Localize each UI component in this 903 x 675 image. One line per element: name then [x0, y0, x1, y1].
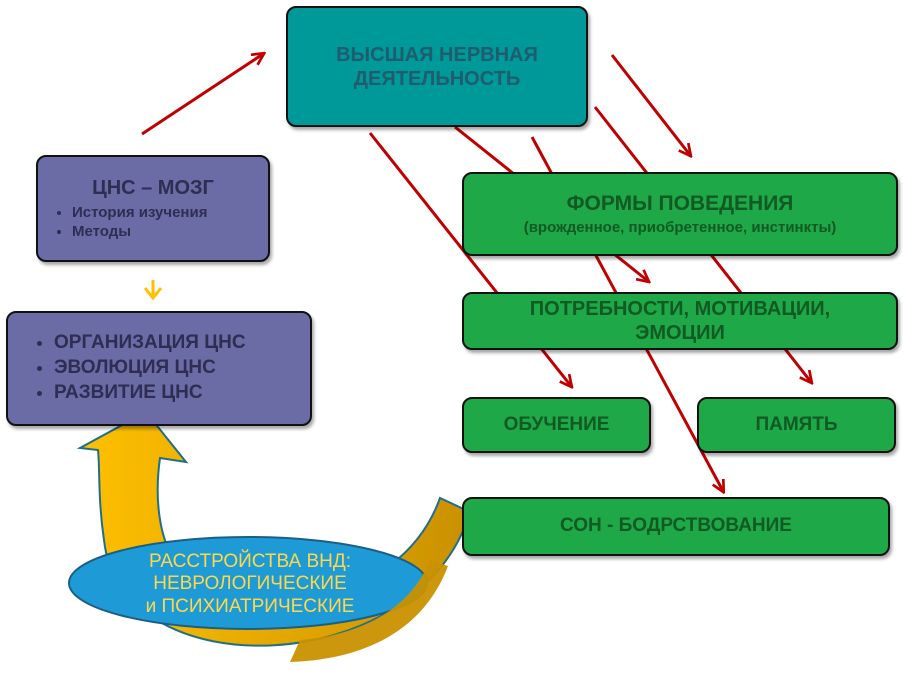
behavior-forms-box: ФОРМЫ ПОВЕДЕНИЯ (врожденное, приобретенн…: [462, 172, 898, 256]
behavior-forms-subtitle: (врожденное, приобретенное, инстинкты): [523, 218, 837, 236]
vnd-box: ВЫСШАЯ НЕРВНАЯ ДЕЯТЕЛЬНОСТЬ: [286, 6, 588, 127]
disorders-line-3: и ПСИХИАТРИЧЕСКИЕ: [145, 595, 355, 617]
vnd-label: ВЫСШАЯ НЕРВНАЯ ДЕЯТЕЛЬНОСТЬ: [336, 43, 538, 90]
needs-box: ПОТРЕБНОСТИ, МОТИВАЦИИ, ЭМОЦИИ: [462, 292, 898, 350]
cns-item-methods: Методы: [72, 223, 207, 241]
curved-arrow-front-overlap: [290, 560, 448, 662]
cns-organization-box: ОРГАНИЗАЦИЯ ЦНС ЭВОЛЮЦИЯ ЦНС РАЗВИТИЕ ЦН…: [6, 311, 312, 426]
cns-item-history: История изучения: [72, 204, 207, 222]
disorders-line-2: НЕВРОЛОГИЧЕСКИЕ: [153, 573, 347, 595]
sleep-wake-box: СОН - БОДРСТВОВАНИЕ: [462, 497, 890, 556]
needs-label: ПОТРЕБНОСТИ, МОТИВАЦИИ, ЭМОЦИИ: [529, 298, 831, 344]
behavior-forms-title: ФОРМЫ ПОВЕДЕНИЯ: [566, 192, 794, 216]
cns-title: ЦНС – МОЗГ: [92, 176, 214, 199]
sleep-wake-label: СОН - БОДРСТВОВАНИЕ: [560, 515, 792, 537]
development-item: РАЗВИТИЕ ЦНС: [54, 382, 246, 405]
organization-list: ОРГАНИЗАЦИЯ ЦНС ЭВОЛЮЦИЯ ЦНС РАЗВИТИЕ ЦН…: [8, 330, 246, 406]
arrow-vnd-to-forms: [610, 54, 690, 155]
memory-box: ПАМЯТЬ: [697, 397, 896, 453]
disorders-label: РАССТРОЙСТВА ВНД: НЕВРОЛОГИЧЕСКИЕ и ПСИХ…: [130, 551, 370, 618]
cns-brain-box: ЦНС – МОЗГ История изучения Методы: [36, 155, 270, 262]
evolution-item: ЭВОЛЮЦИЯ ЦНС: [54, 357, 246, 380]
organization-item: ОРГАНИЗАЦИЯ ЦНС: [54, 332, 246, 355]
disorders-line-1: РАССТРОЙСТВА ВНД:: [149, 551, 351, 572]
learning-label: ОБУЧЕНИЕ: [503, 413, 610, 435]
learning-box: ОБУЧЕНИЕ: [462, 397, 651, 453]
cns-list: История изучения Методы: [54, 203, 207, 242]
memory-label: ПАМЯТЬ: [755, 413, 838, 435]
arrow-cns-to-vnd: [141, 54, 263, 136]
